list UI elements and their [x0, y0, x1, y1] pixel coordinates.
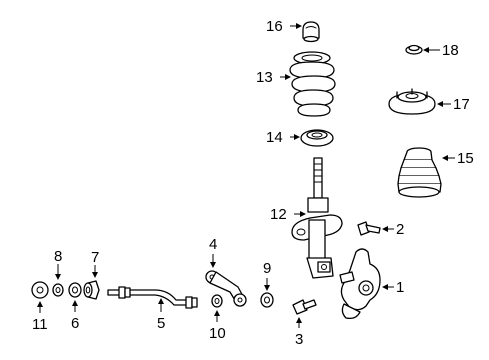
- callout-9: 9: [263, 260, 271, 277]
- callout-leaders: [37, 23, 455, 328]
- callout-18: 18: [442, 42, 459, 59]
- part-6-bushing: [68, 282, 82, 298]
- part-5-rod: [107, 286, 198, 309]
- callout-4: 4: [209, 236, 217, 253]
- callout-17: 17: [453, 96, 470, 113]
- part-13-coil-spring: [289, 51, 336, 117]
- part-16-bump-stop: [302, 21, 320, 43]
- callout-11: 11: [32, 316, 48, 333]
- part-3-bolt: [292, 299, 317, 315]
- callout-labels: 16 13 14 12 18 17 15 2 1 3 4 5 10 9 7 8 …: [32, 18, 474, 348]
- callout-15: 15: [457, 150, 474, 167]
- part-10-washer: [211, 294, 223, 308]
- part-15-dust-boot: [397, 147, 442, 198]
- part-12-strut-assembly: [291, 157, 343, 279]
- part-18-cap: [405, 44, 423, 55]
- callout-10: 10: [209, 325, 226, 342]
- callout-13: 13: [256, 69, 273, 86]
- part-17-strut-mount: [388, 88, 436, 115]
- callout-7: 7: [91, 249, 99, 266]
- part-4-link: [205, 270, 247, 307]
- part-1-steering-knuckle: [339, 248, 381, 320]
- part-9-bushing: [260, 292, 274, 308]
- part-7-bushing: [83, 280, 100, 300]
- callout-12: 12: [270, 206, 287, 223]
- callout-1: 1: [396, 279, 404, 296]
- part-14-spring-seat: [300, 129, 334, 147]
- part-2-bolt: [357, 221, 381, 236]
- callout-16: 16: [266, 18, 283, 35]
- callout-2: 2: [396, 221, 404, 238]
- callout-6: 6: [71, 315, 79, 332]
- part-8-washer: [52, 283, 64, 297]
- part-11-bushing: [31, 281, 49, 299]
- callout-14: 14: [266, 129, 283, 146]
- callout-8: 8: [54, 248, 62, 265]
- callout-5: 5: [157, 315, 165, 332]
- callout-3: 3: [295, 331, 303, 348]
